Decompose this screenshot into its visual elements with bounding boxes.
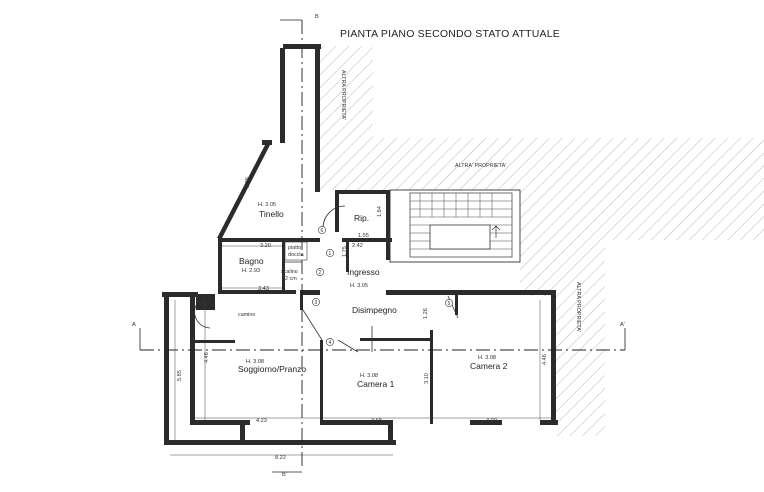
room-ingresso: Ingresso H. 3.05 xyxy=(347,267,380,289)
camera1-name: Camera 1 xyxy=(357,379,395,389)
dim-4-23: 4.23 xyxy=(256,418,267,424)
dimension-lines xyxy=(170,245,551,456)
tinello-name: Tinello xyxy=(259,209,284,219)
door-number-4: 4 xyxy=(329,340,332,346)
dim-3-43: 3.43 xyxy=(258,286,269,292)
dim-8-22: 8.22 xyxy=(275,455,286,461)
soggiorno-height: H. 3.08 xyxy=(246,359,264,365)
room-camera2: H. 3.08 Camera 2 xyxy=(470,355,508,371)
door-number-3: 3 xyxy=(315,300,318,306)
door-number-1: 1 xyxy=(329,251,332,257)
scalino-line1: scalino xyxy=(281,269,298,275)
section-axes: A A' B B' xyxy=(132,14,626,478)
dim-1-64: 1.64 xyxy=(377,206,383,217)
scalino-line2: 12 cm xyxy=(282,276,297,282)
piatto-doccia-line1: piatto xyxy=(288,245,301,251)
rip-name: Rip. xyxy=(354,213,369,223)
dim-4-00: 4.00 xyxy=(486,418,497,424)
other-property-top-label: ALTRA PROPRIETA' xyxy=(340,70,346,120)
ingresso-height: H. 3.05 xyxy=(350,283,368,289)
dim-1-55: 1.55 xyxy=(358,233,369,239)
bagno-name: Bagno xyxy=(239,256,264,266)
camera1-height: H. 3.08 xyxy=(360,373,378,379)
room-camera1: H. 3.08 Camera 1 xyxy=(357,373,395,389)
shower-tray xyxy=(284,241,308,261)
door-number-6: 6 xyxy=(321,228,324,234)
dim-2-42: 2.42 xyxy=(352,243,363,249)
dim-3-10: 3.10 xyxy=(424,373,430,384)
section-b-label: B xyxy=(315,14,319,20)
other-property-right-label: ALTRA PROPRIETA' xyxy=(575,282,581,332)
camino-label: camino xyxy=(238,312,255,318)
staircase xyxy=(389,189,521,263)
disimpegno-name: Disimpegno xyxy=(352,305,397,315)
dim-5-85: 5.85 xyxy=(177,370,183,381)
section-a-label: A xyxy=(132,322,136,328)
plan-title: PIANTA PIANO SECONDO STATO ATTUALE xyxy=(340,28,560,40)
dim-4-46-left: 4.46 xyxy=(204,352,210,363)
room-soggiorno: H. 3.08 Soggiorno/Pranzo xyxy=(238,359,306,374)
dim-3-36: 3.36 xyxy=(245,177,251,188)
tinello-height: H. 3.05 xyxy=(258,202,276,208)
camera2-name: Camera 2 xyxy=(470,361,508,371)
ingresso-name: Ingresso xyxy=(347,267,380,277)
bagno-height: H. 2.93 xyxy=(242,268,260,274)
dim-4-46-right: 4.46 xyxy=(542,354,548,365)
section-b-prime-label: B' xyxy=(282,472,287,478)
section-a-prime-label: A' xyxy=(620,322,625,328)
door-number-5: 5 xyxy=(448,301,451,307)
door-markers: 1 2 3 4 5 6 xyxy=(312,226,453,346)
soggiorno-name: Soggiorno/Pranzo xyxy=(238,364,306,374)
dim-3-68: 3.68 xyxy=(371,418,382,424)
dim-1-75: 1.75 xyxy=(342,246,348,257)
other-property-hatch xyxy=(318,46,764,436)
room-tinello: H. 3.05 Tinello xyxy=(258,202,284,219)
fireplace-arc xyxy=(194,299,211,329)
camera2-height: H. 3.08 xyxy=(478,355,496,361)
door-number-2: 2 xyxy=(319,270,322,276)
piatto-doccia-line2: doccia xyxy=(288,252,304,258)
walls xyxy=(162,44,558,445)
room-bagno: Bagno H. 2.93 xyxy=(239,256,264,274)
dim-3-20: 3.20 xyxy=(260,243,271,249)
other-property-mid-label: ALTRA' PROPRIETA' xyxy=(455,163,506,169)
dim-1-26: 1.26 xyxy=(423,308,429,319)
